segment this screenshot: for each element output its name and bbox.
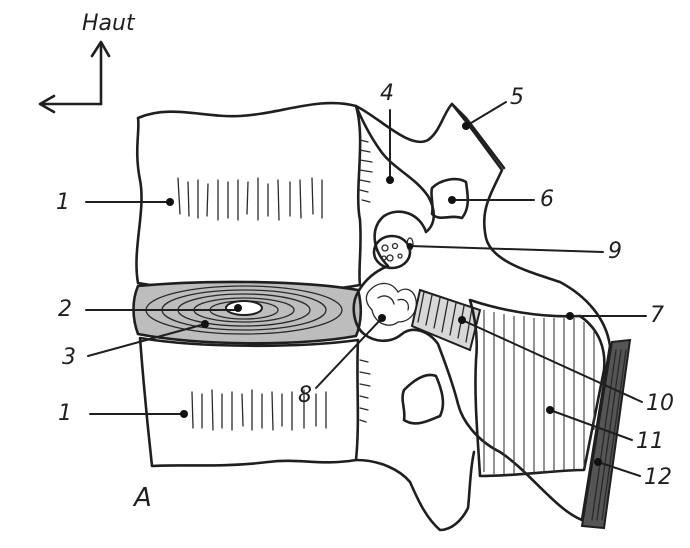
label-12: 12 bbox=[644, 465, 672, 490]
label-3: 3 bbox=[62, 345, 76, 370]
label-10: 10 bbox=[646, 391, 674, 416]
label-5: 5 bbox=[510, 85, 524, 110]
intervertebral-foramen bbox=[374, 236, 413, 268]
up-label: Haut bbox=[82, 11, 136, 36]
lower-vertebral-body bbox=[140, 338, 358, 466]
label-4: 4 bbox=[380, 81, 394, 106]
orientation-indicator: Haut bbox=[40, 11, 136, 112]
upper-body-striations bbox=[178, 178, 322, 220]
lower-arch bbox=[356, 452, 474, 530]
label-7: 7 bbox=[650, 303, 664, 328]
signature: A bbox=[132, 483, 152, 513]
interspinous-ligament bbox=[470, 300, 604, 476]
label-6: 6 bbox=[540, 187, 554, 212]
upper-vertebral-body bbox=[136, 103, 360, 292]
label-8: 8 bbox=[298, 383, 312, 408]
label-1-lower: 1 bbox=[58, 401, 72, 426]
articular-process bbox=[366, 283, 416, 325]
label-1-upper: 1 bbox=[56, 190, 70, 215]
nucleus-pulposus bbox=[226, 301, 262, 315]
lower-notch bbox=[403, 375, 443, 423]
label-11: 11 bbox=[636, 429, 664, 454]
label-2: 2 bbox=[58, 297, 72, 322]
label-9: 9 bbox=[608, 239, 622, 264]
